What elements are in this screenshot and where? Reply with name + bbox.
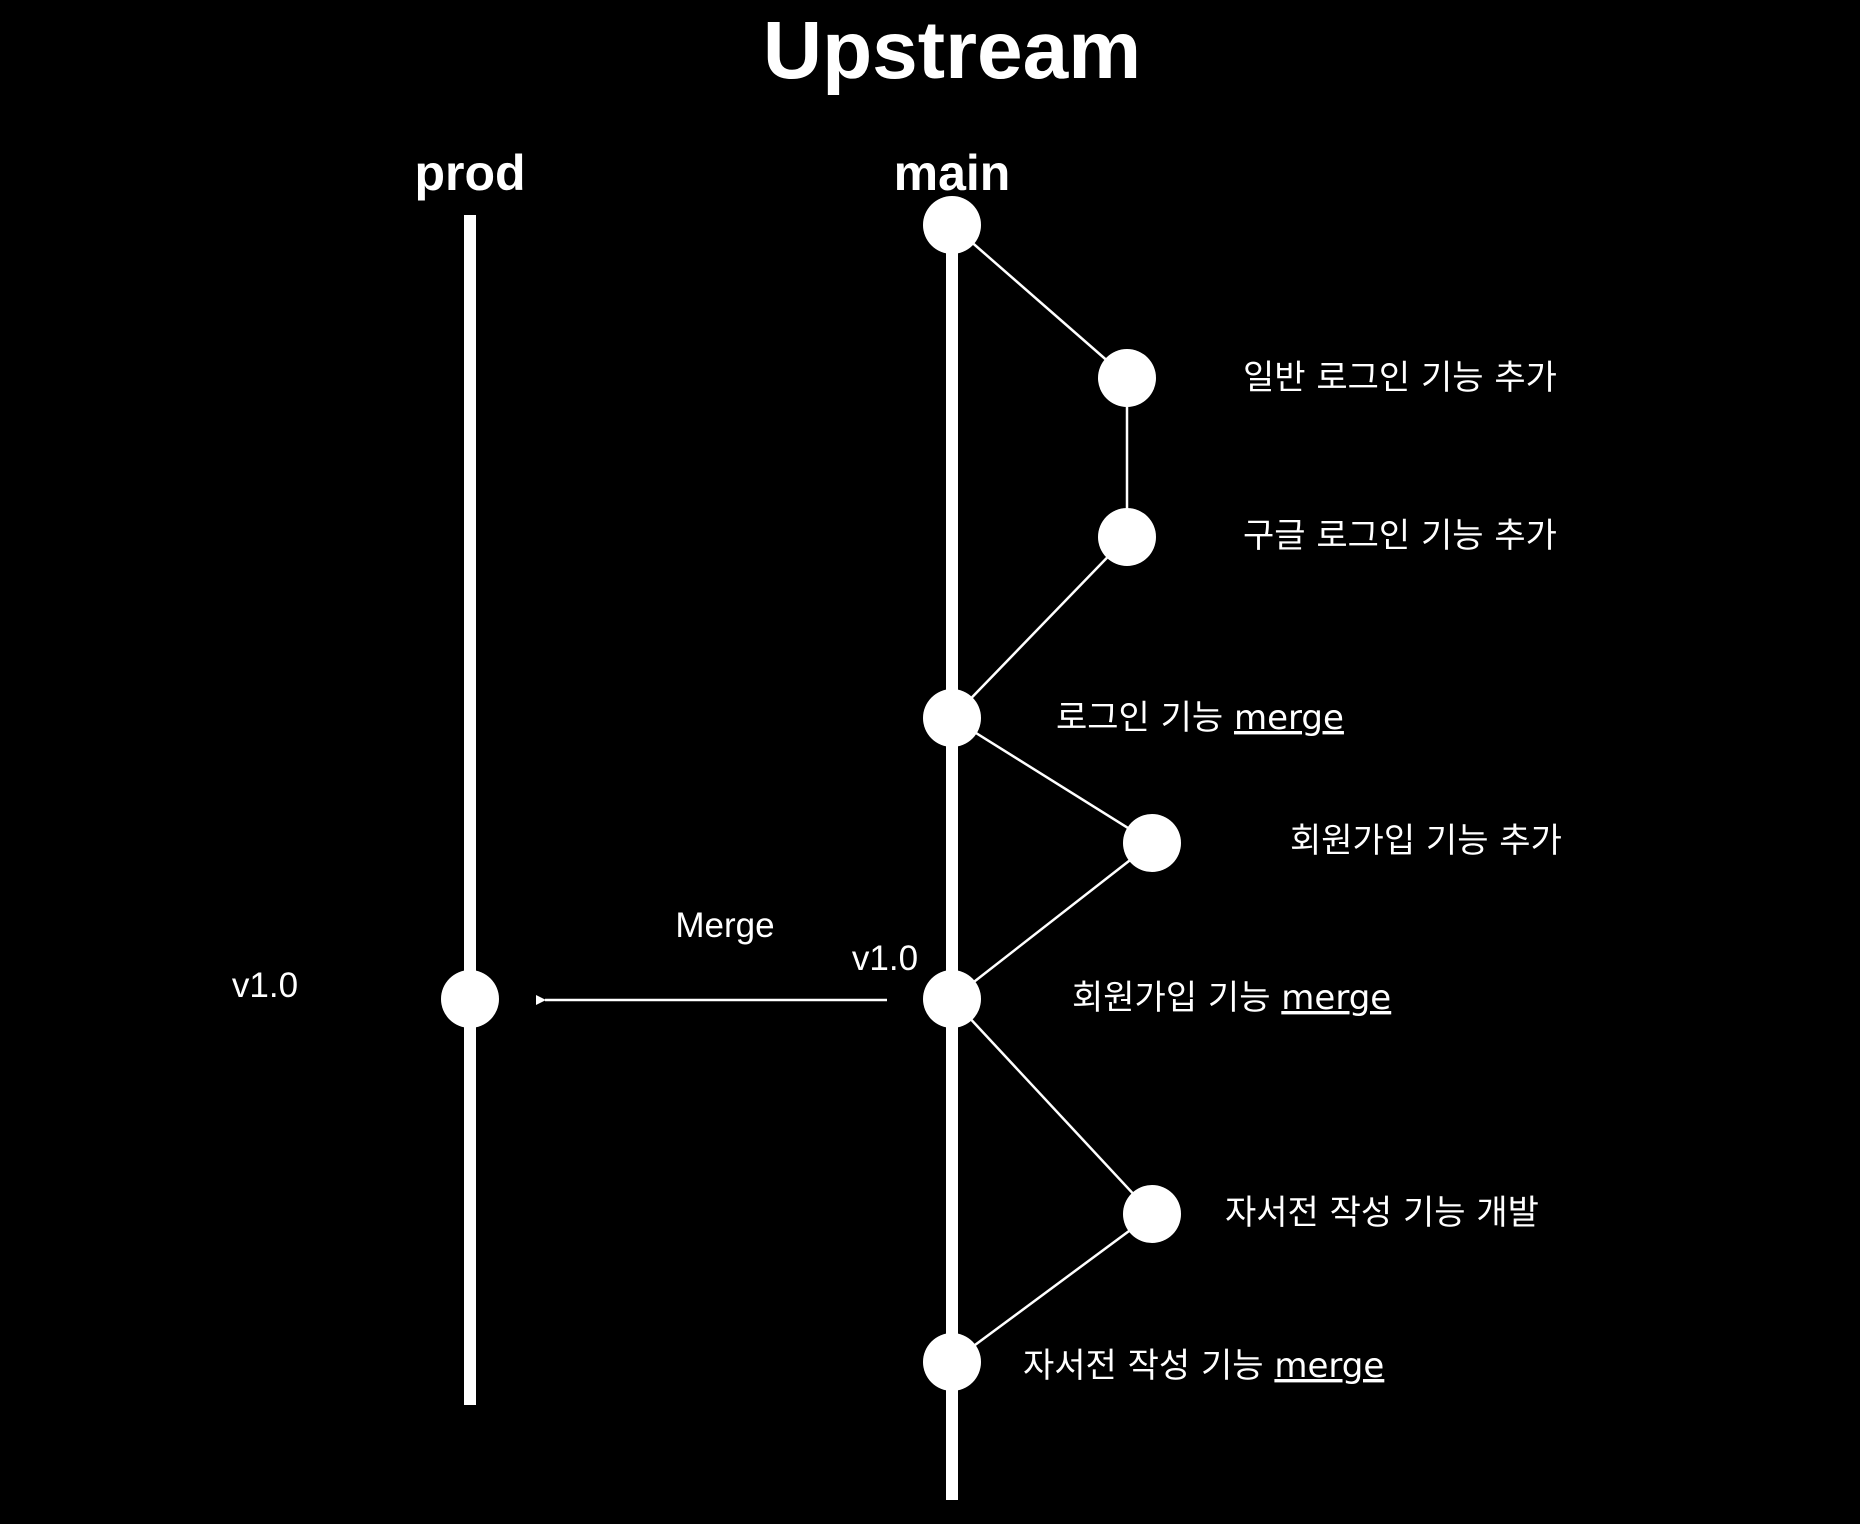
commit-label-login-merge: 로그인 기능 merge [1056,698,1344,738]
connector-login-merge-to-signup [951,716,1153,845]
commit-node-signup-merge [923,970,981,1028]
merge-arrow-label: Merge [675,906,774,945]
connector-main-to-general-login [951,224,1128,379]
commit-label-login-merge-word: merge [1234,698,1344,738]
commit-node-signup [1123,814,1181,872]
connector-signup-merge-to-self-intro [951,998,1153,1215]
commit-label-signup-merge-word: merge [1281,978,1391,1018]
commit-label-signup-merge: 회원가입 기능 merge [1072,978,1391,1018]
release-tag-main: v1.0 [852,939,918,978]
commit-label-self-intro-merge: 자서전 작성 기능 merge [1023,1346,1384,1386]
release-tag-prod: v1.0 [232,966,298,1005]
commit-label-self-intro-merge-word: merge [1274,1346,1384,1386]
commit-label-self-intro-merge-prefix: 자서전 작성 기능 [1023,1346,1274,1386]
commit-label-login-merge-prefix: 로그인 기능 [1056,698,1234,738]
branch-name-main: main [894,145,1011,201]
commit-node-general-login [1098,349,1156,407]
commit-node-google-login [1098,508,1156,566]
connector-google-login-to-login-merge [951,536,1128,719]
commit-label-general-login: 일반 로그인 기능 추가 [1243,358,1557,398]
commit-label-signup: 회원가입 기능 추가 [1290,821,1562,861]
diagram-title: Upstream [763,5,1141,96]
commit-label-signup-merge-prefix: 회원가입 기능 [1072,978,1281,1018]
commit-node-main-start [923,196,981,254]
commit-label-self-intro: 자서전 작성 기능 개발 [1225,1193,1539,1233]
branch-name-prod: prod [414,145,525,201]
commit-node-self-intro [1123,1185,1181,1243]
connector-signup-to-signup-merge [951,842,1153,1000]
commit-node-self-intro-merge [923,1333,981,1391]
commit-label-google-login: 구글 로그인 기능 추가 [1243,516,1557,556]
commit-node-login-merge [923,689,981,747]
commit-node-prod-release [441,970,499,1028]
connector-self-intro-to-self-intro-merge [951,1212,1153,1364]
